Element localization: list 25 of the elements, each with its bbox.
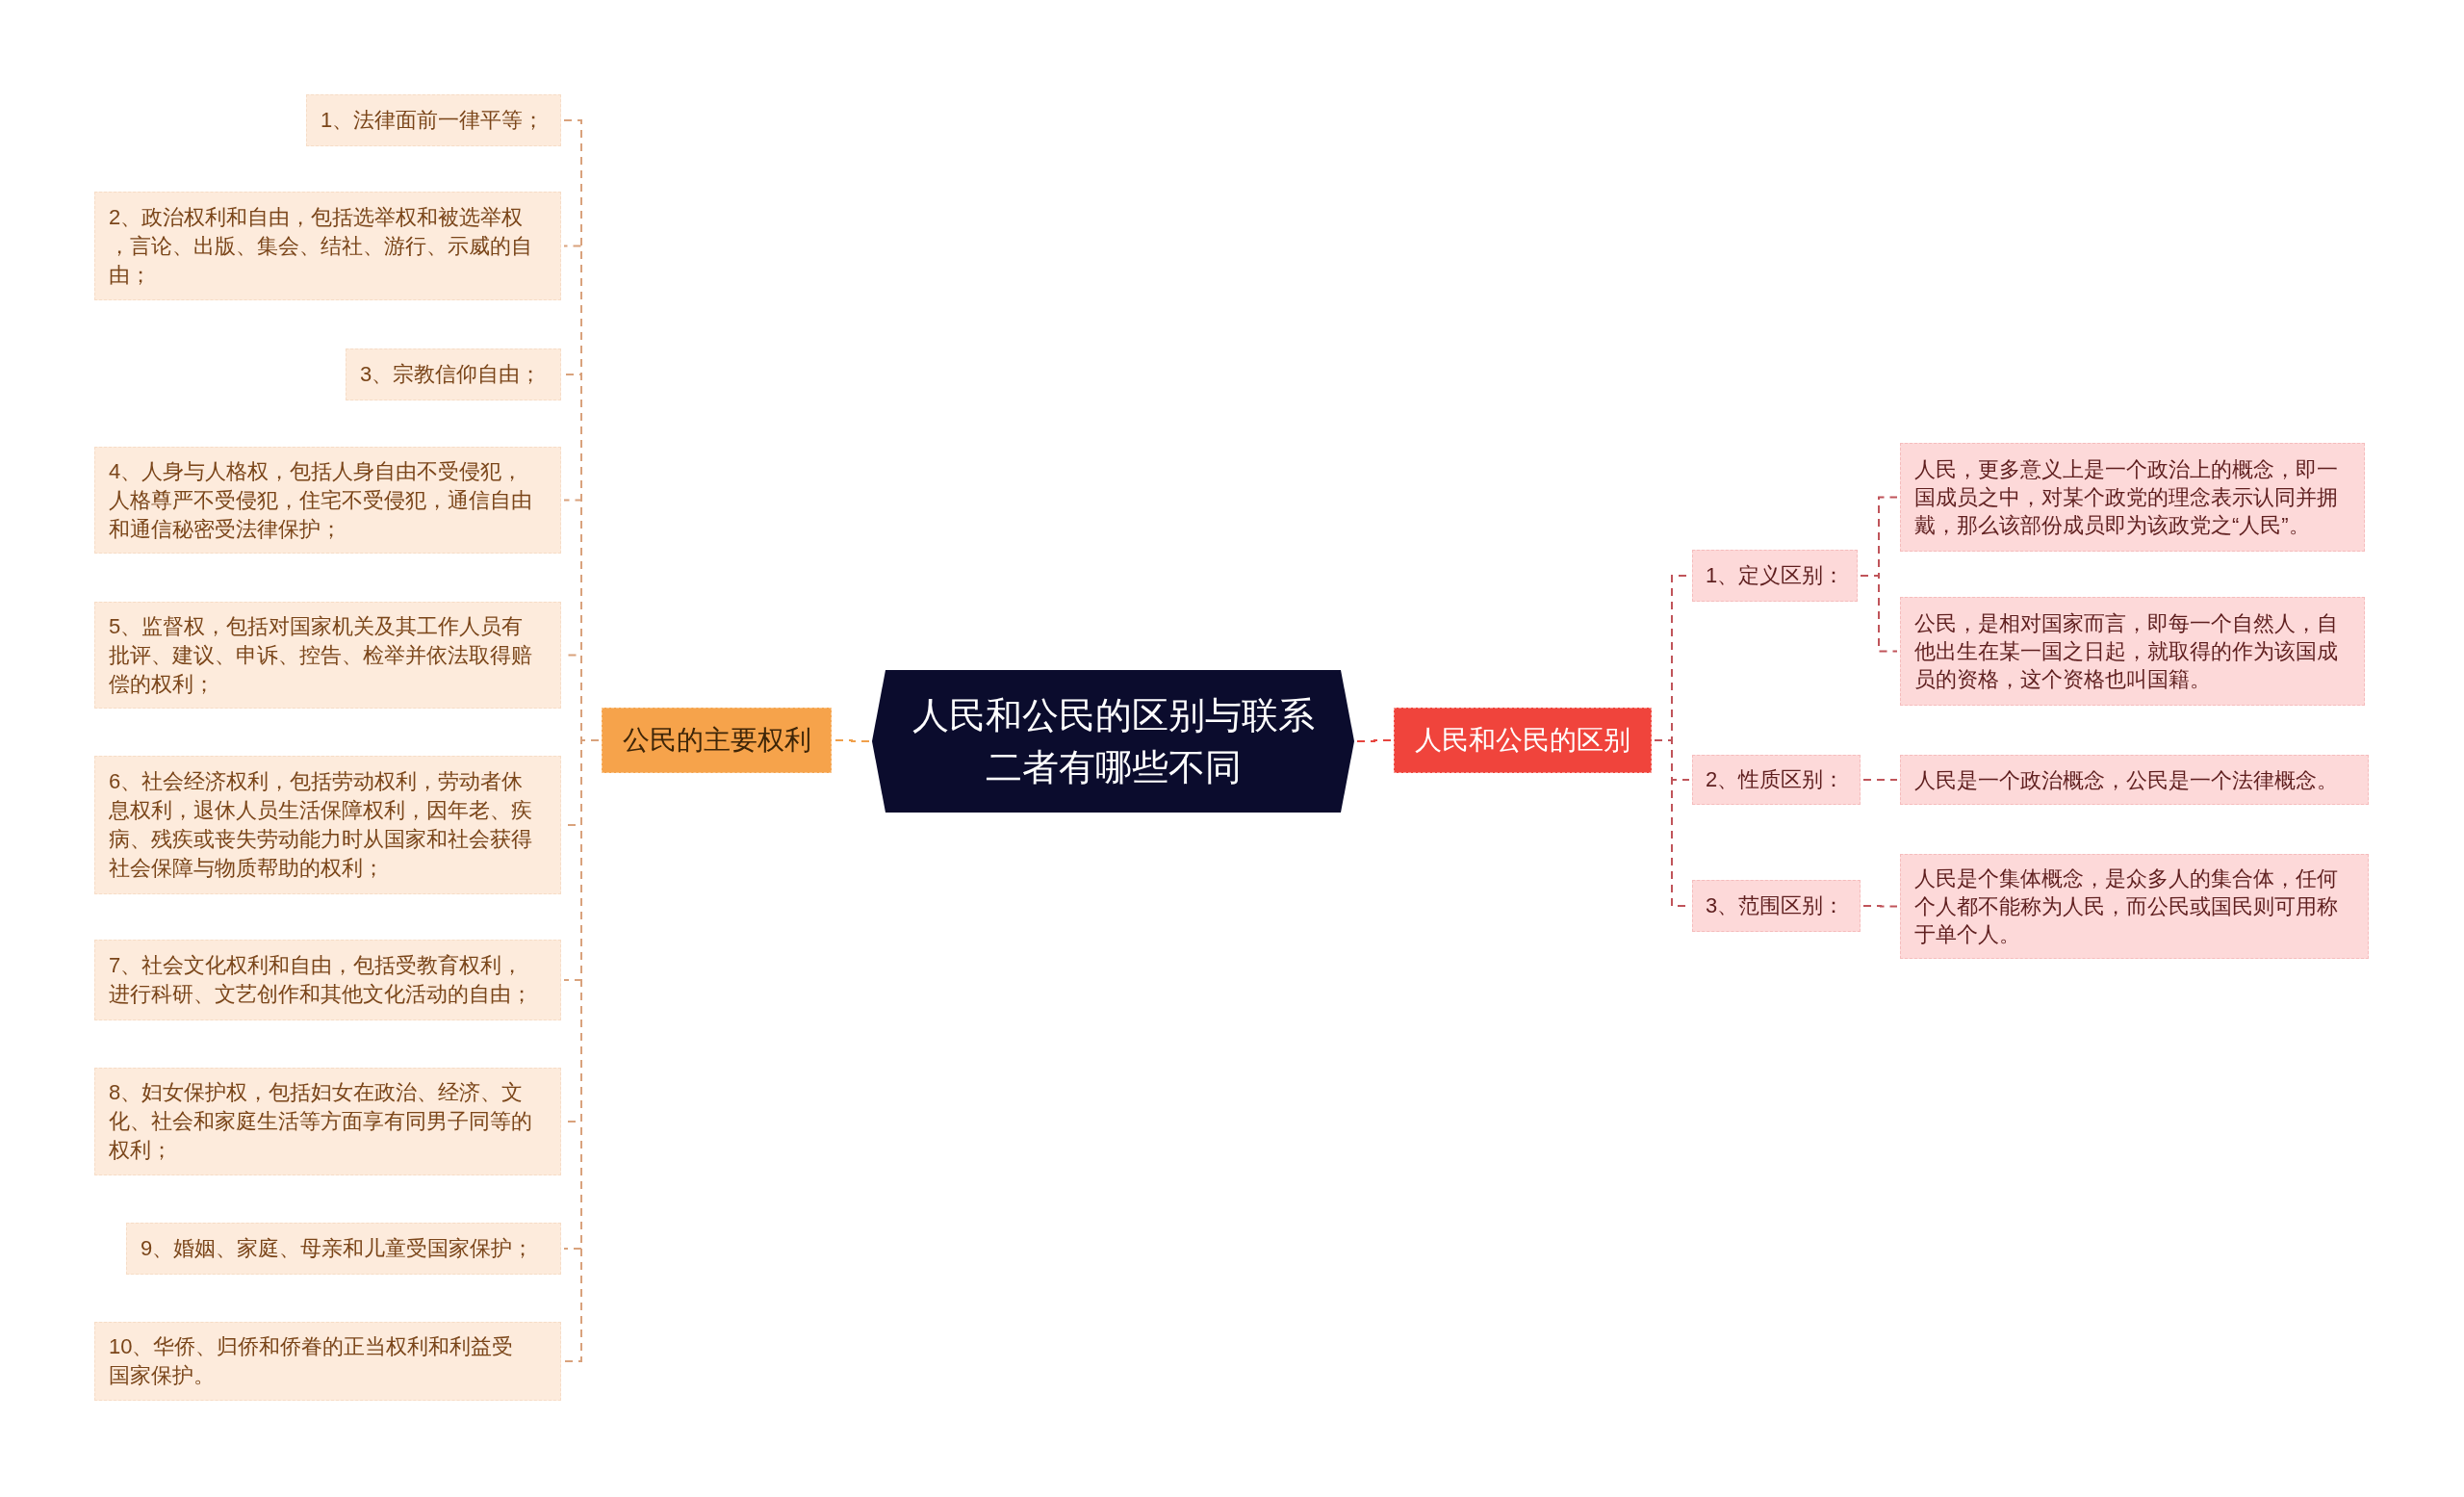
leaf-box: 7、社会文化权利和自由，包括受教育权利，进行科研、文艺创作和其他文化活动的自由； — [94, 940, 561, 1020]
connector-line — [1860, 575, 1898, 653]
leaf-box: 6、社会经济权利，包括劳动权利，劳动者休息权利，退休人员生活保障权利，因年老、疾病、残疾或丧失劳动能力时从国家和社会获得社会保障与物质帮助的权利； — [94, 756, 561, 894]
branch-box: 公民的主要权利 — [602, 708, 832, 773]
leaf-box: 人民是个集体概念，是众多人的集合体，任何个人都不能称为人民，而公民或国民则可用称于单个人。 — [1900, 854, 2369, 959]
connector-line — [563, 739, 600, 1362]
leaf-box: 10、华侨、归侨和侨眷的正当权利和利益受国家保护。 — [94, 1322, 561, 1401]
leaf-box: 人民是一个政治概念，公民是一个法律概念。 — [1900, 755, 2369, 805]
connector-line — [1862, 779, 1898, 781]
connector-line — [1356, 739, 1392, 742]
leaf-box: 9、婚姻、家庭、母亲和儿童受国家保护； — [126, 1223, 561, 1275]
connector-line — [834, 739, 870, 742]
branch-box: 人民和公民的区别 — [1394, 708, 1652, 773]
leaf-box: 公民，是相对国家而言，即每一个自然人，自他出生在某一国之日起，就取得的作为该国成员的资格，这个资格也叫国籍。 — [1900, 597, 2365, 706]
category-box: 2、性质区别： — [1692, 755, 1861, 805]
leaf-box: 5、监督权，包括对国家机关及其工作人员有批评、建议、申诉、控告、检举并依法取得赔偿的权利； — [94, 602, 561, 709]
leaf-box: 2、政治权利和自由，包括选举权和被选举权，言论、出版、集会、结社、游行、示威的自由； — [94, 192, 561, 300]
leaf-box: 3、宗教信仰自由； — [346, 348, 561, 400]
connector-line — [1862, 905, 1898, 908]
leaf-box: 1、法律面前一律平等； — [306, 94, 561, 146]
category-box: 1、定义区别： — [1692, 550, 1858, 602]
leaf-box: 8、妇女保护权，包括妇女在政治、经济、文化、社会和家庭生活等方面享有同男子同等的权利； — [94, 1068, 561, 1175]
leaf-box: 4、人身与人格权，包括人身自由不受侵犯，人格尊严不受侵犯，住宅不受侵犯，通信自由和通信秘密受法律保护； — [94, 447, 561, 554]
category-box: 3、范围区别： — [1692, 880, 1861, 932]
leaf-box: 人民，更多意义上是一个政治上的概念，即一国成员之中，对某个政党的理念表示认同并拥戴，那么该部份成员即为该政党之“人民”。 — [1900, 443, 2365, 552]
